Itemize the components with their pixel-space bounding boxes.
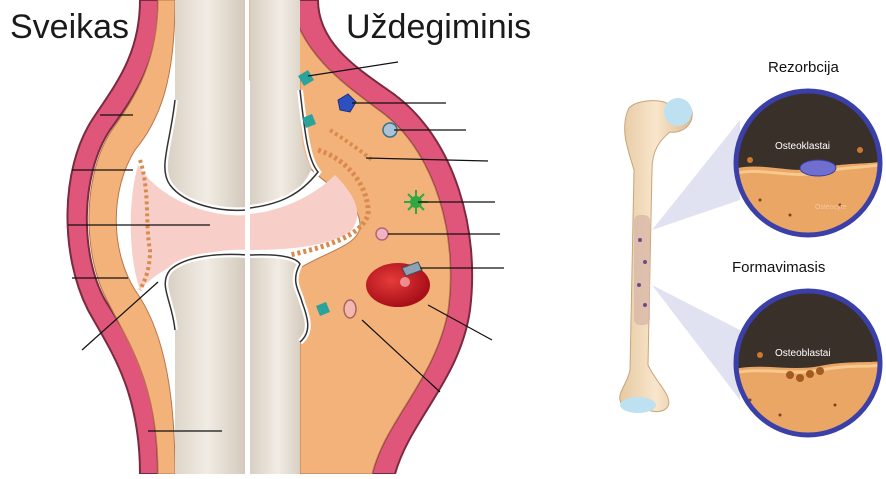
zoom-beam-bottom xyxy=(652,285,740,400)
bone-end-cartilage xyxy=(620,397,656,413)
bone-head-cartilage xyxy=(664,98,692,126)
healthy-joint xyxy=(67,0,247,474)
title-healthy: Sveikas xyxy=(10,10,129,44)
cell-pink-icon xyxy=(376,228,388,240)
long-bone xyxy=(620,98,692,413)
label-resorption: Rezorbcija xyxy=(768,60,839,76)
healthy-upper-bone xyxy=(166,0,247,209)
inflamed-joint xyxy=(250,0,504,474)
resorption-zoom xyxy=(730,90,886,240)
spongy-bone xyxy=(634,215,650,325)
cell-oval-icon xyxy=(344,300,356,318)
divider xyxy=(245,0,250,474)
healthy-lower-bone xyxy=(167,256,247,474)
title-inflamed: Uždegiminis xyxy=(346,10,531,44)
label-formation: Formavimasis xyxy=(732,260,825,276)
label-osteocyte: Osteocyte xyxy=(815,204,847,212)
label-osteoblasts: Osteoblastai xyxy=(775,348,831,359)
formation-zoom xyxy=(730,290,886,440)
label-osteoclasts: Osteoklastai xyxy=(775,141,830,152)
